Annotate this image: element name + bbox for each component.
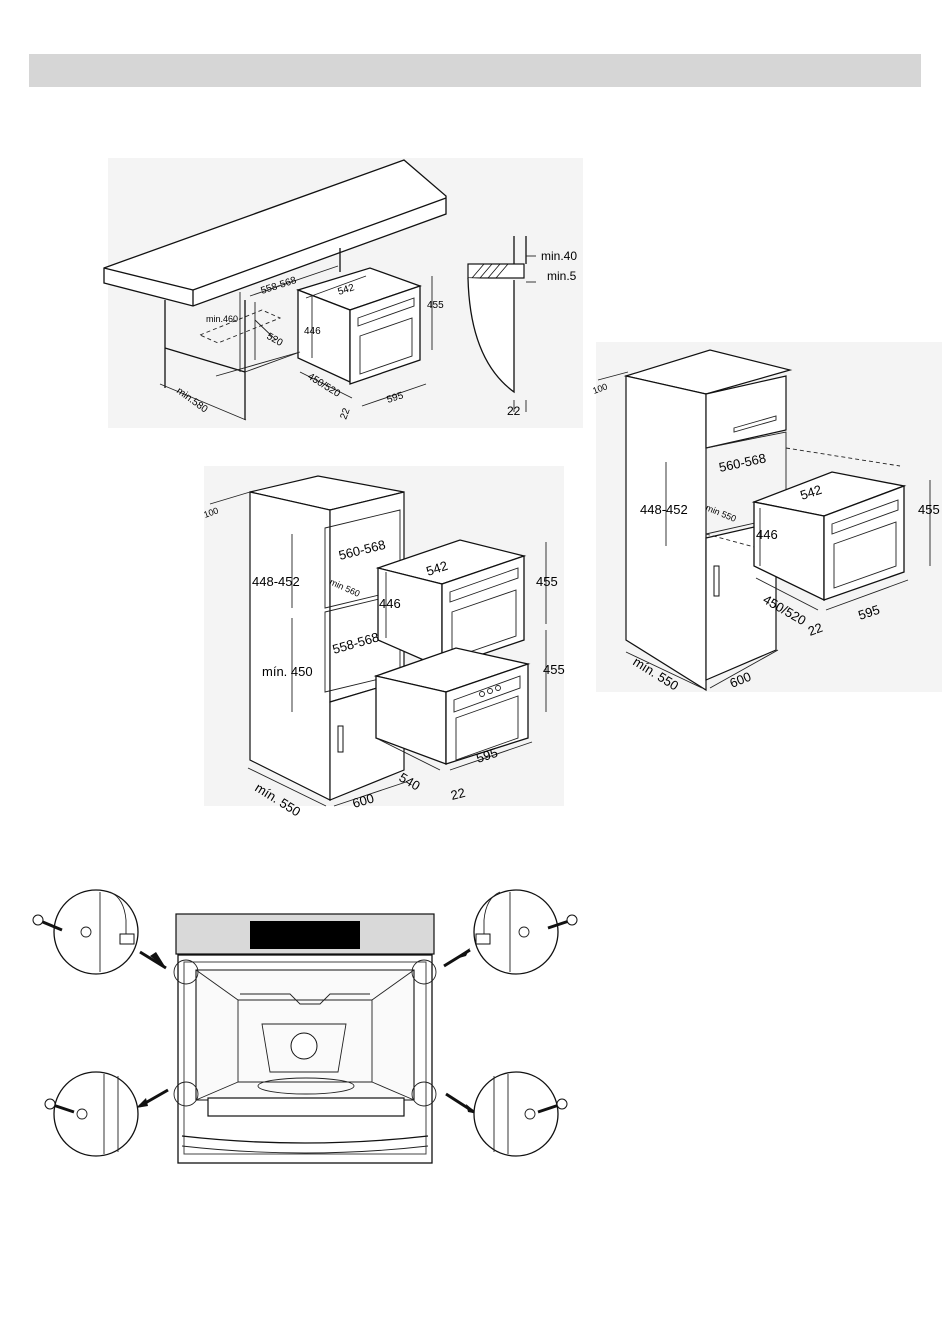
figure-front-fixing [33, 890, 577, 1163]
dim-446: 446 [304, 326, 321, 337]
door-hinge-bar [208, 1098, 404, 1116]
dim-min460: min.460 [206, 314, 238, 324]
fan-cover [291, 1033, 317, 1059]
dim-22-side: 22 [507, 404, 521, 418]
dim-min-450: mín. 450 [262, 664, 313, 679]
dim-min40: min.40 [541, 249, 577, 263]
dim-455: 455 [427, 300, 444, 311]
dim-455-upper: 455 [536, 574, 558, 589]
dim-455-lower: 455 [543, 662, 565, 677]
cabinet-handle [338, 726, 343, 752]
figure-tall-cabinet-double: 100 560-568 542 448-452 min 560 446 455 … [202, 466, 564, 819]
column-lower-handle [714, 566, 719, 596]
dim-448-452: 448-452 [640, 502, 688, 517]
detail-bottom-left [45, 1072, 138, 1156]
dim-446: 446 [379, 596, 401, 611]
detail-bottom-right [474, 1072, 567, 1156]
oven-display [250, 921, 360, 949]
dim-446: 446 [756, 527, 778, 542]
dim-455: 455 [918, 502, 940, 517]
detail-top-right [474, 890, 577, 974]
figure-tall-cabinet-single: 100 560-568 542 448-452 min 550 446 455 … [591, 342, 942, 693]
dim-448-452: 448-452 [252, 574, 300, 589]
dim-min5: min.5 [547, 269, 577, 283]
countertop-section [468, 264, 524, 278]
tall-cabinet-side [250, 492, 330, 800]
detail-top-left [33, 890, 138, 974]
